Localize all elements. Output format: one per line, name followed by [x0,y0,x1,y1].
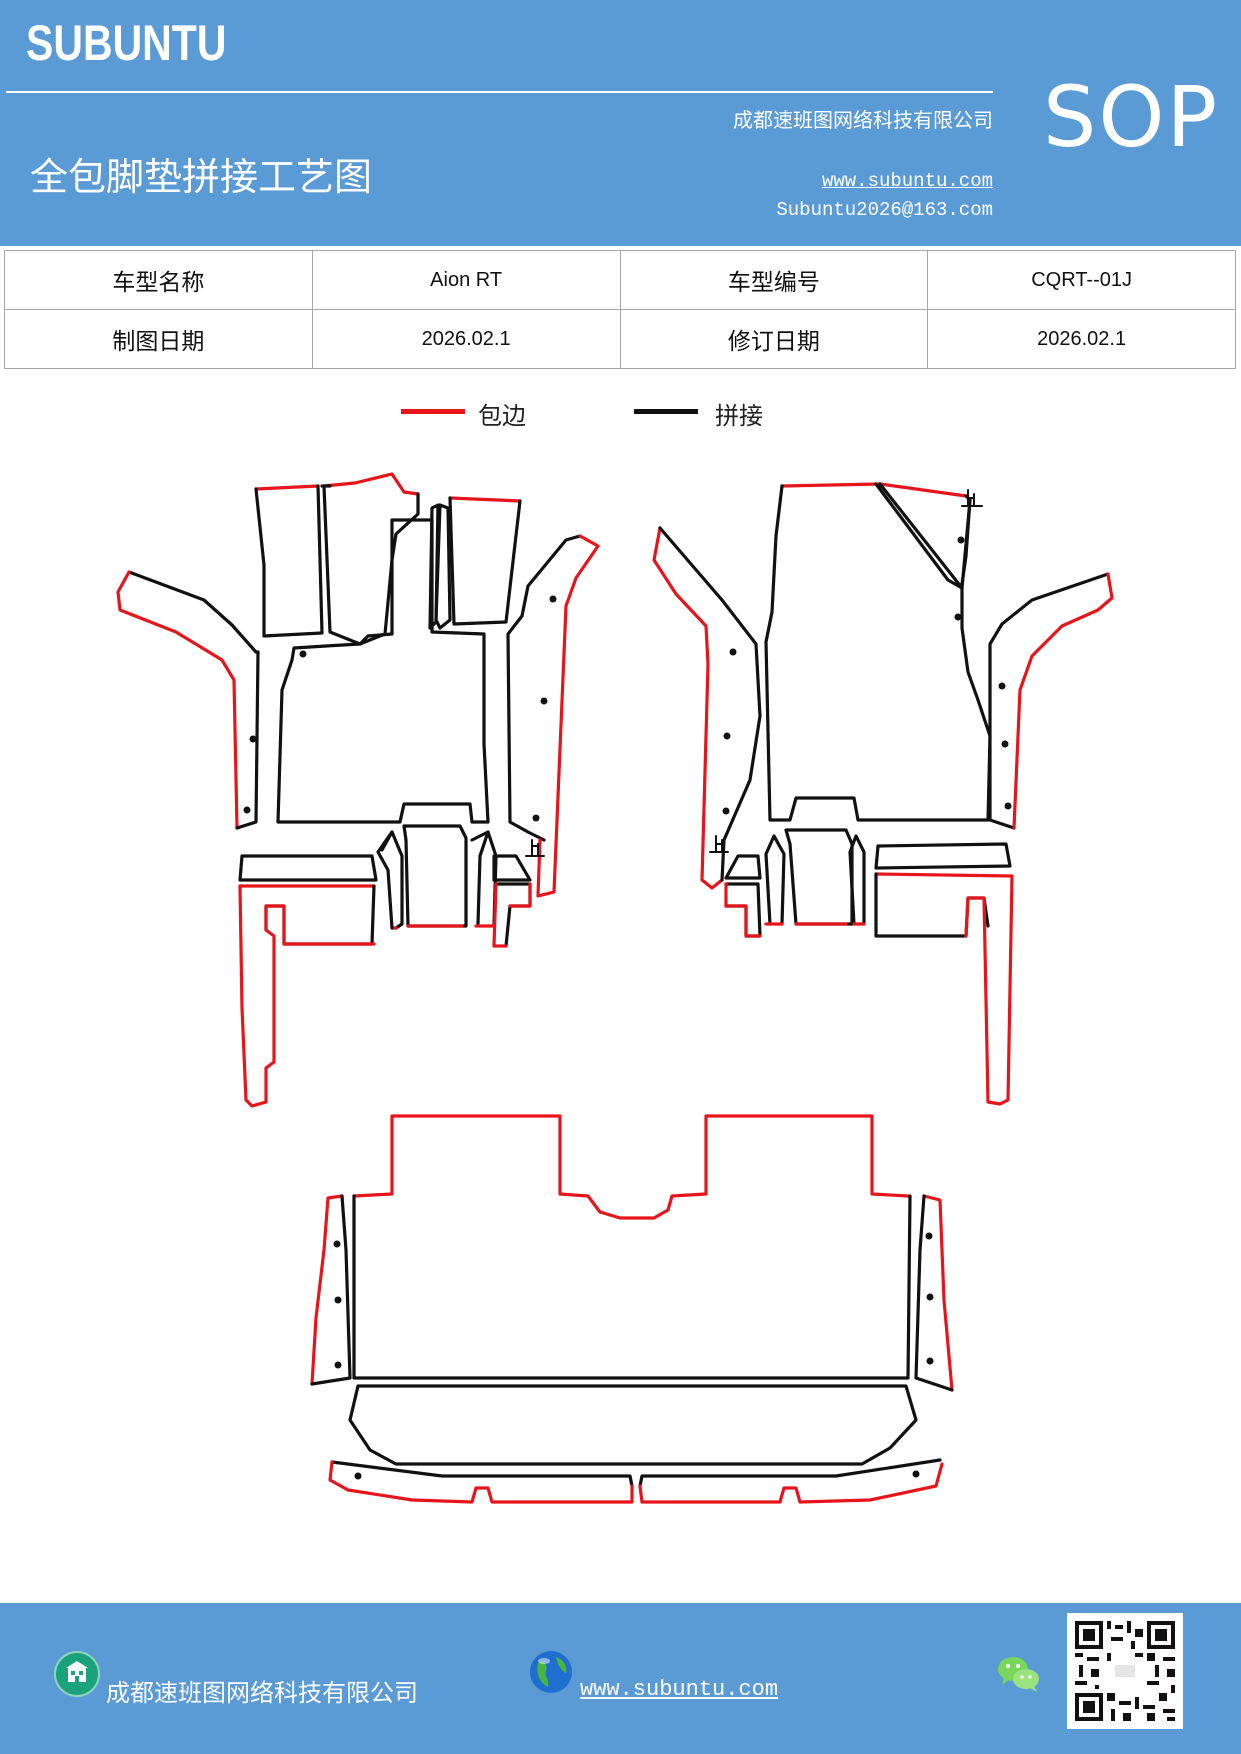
model-code-label: 车型编号 [619,250,929,310]
table-row: 制图日期 2026.02.1 修订日期 2026.02.1 [4,309,1236,369]
footer-company-name: 成都速班图网络科技有限公司 [106,1679,418,1707]
rear-mat [310,1114,954,1504]
legend-edge-swatch [401,409,465,414]
header-banner: SUBUNTU 成都速班图网络科技有限公司 全包脚垫拼接工艺图 www.subu… [0,0,1241,246]
brand-logo: SUBUNTU [26,15,227,71]
building-icon [54,1651,100,1697]
footer-website-link[interactable]: www.subuntu.com [580,1677,779,1702]
fastener-dots [243,536,1012,1480]
globe-icon [528,1649,574,1695]
legend-edge-label: 包边 [478,402,526,430]
email-address: Subuntu2026@163.com [776,199,993,221]
model-name-value: Aion RT [311,250,621,310]
company-name: 成都速班图网络科技有限公司 [733,108,993,132]
draw-date-label: 制图日期 [4,309,313,369]
website-link[interactable]: www.subuntu.com [821,170,993,192]
page-title: 全包脚垫拼接工艺图 [30,155,373,199]
legend-joint-swatch [634,409,698,414]
draw-date-value: 2026.02.1 [311,309,621,369]
info-table: 车型名称 Aion RT 车型编号 CQRT--01J 制图日期 2026.02… [4,250,1236,369]
left-front-mat [116,472,600,1108]
header-divider [6,91,993,93]
legend: 包边 拼接 [0,396,1241,436]
model-name-label: 车型名称 [4,250,313,310]
legend-joint-label: 拼接 [715,402,763,430]
sop-badge: SOP [1043,68,1220,166]
right-front-mat [652,482,1114,1106]
model-code-value: CQRT--01J [927,250,1236,310]
footer-banner: 成都速班图网络科技有限公司 www.subuntu.com [0,1603,1241,1754]
wechat-icon[interactable] [996,1653,1042,1695]
revise-date-value: 2026.02.1 [927,309,1236,369]
table-row: 车型名称 Aion RT 车型编号 CQRT--01J [4,250,1236,310]
qr-code [1067,1613,1183,1729]
revise-date-label: 修订日期 [619,309,929,369]
